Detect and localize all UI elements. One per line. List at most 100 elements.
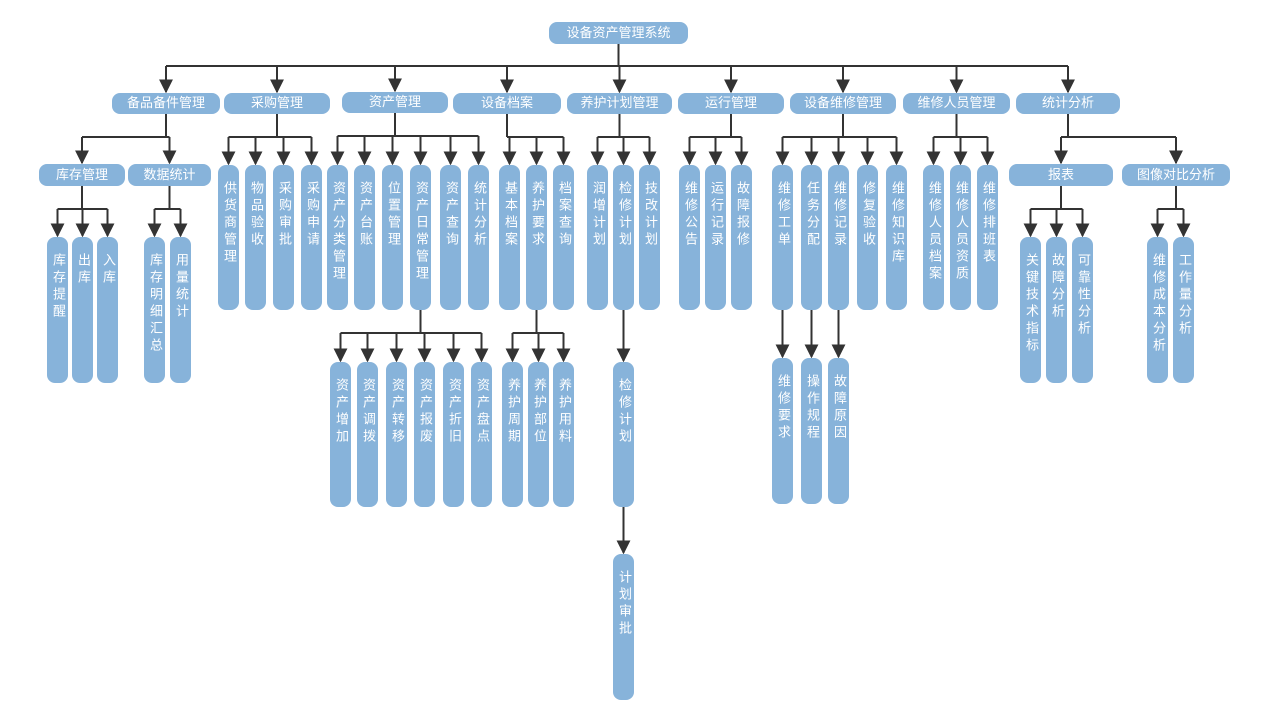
node-l81: 维修人员档案: [923, 165, 944, 310]
node-label: 维修人员管理: [917, 96, 996, 111]
node-label: 图像对比分析: [1136, 167, 1215, 183]
node-label: 资产调拨: [360, 378, 375, 446]
node-l61: 维修公告: [679, 165, 700, 310]
node-label: 位置管理: [385, 181, 400, 249]
node-label: 采购审批: [276, 181, 291, 249]
node-label: 采购申请: [304, 181, 319, 249]
node-l711: 维修要求: [772, 358, 793, 504]
node-label: 设备维修管理: [803, 96, 882, 111]
node-l33: 位置管理: [382, 165, 403, 310]
node-l345: 资产折旧: [443, 362, 464, 507]
node-l111: 库存提醒: [47, 237, 68, 383]
node-m6: 运行管理: [678, 93, 784, 114]
node-m8: 维修人员管理: [903, 93, 1010, 114]
node-label: 设备资产管理系统: [566, 25, 671, 41]
node-label: 润增计划: [590, 181, 605, 249]
node-label: 养护用料: [556, 378, 571, 446]
node-label: 可靠性分析: [1075, 253, 1090, 338]
node-l36: 统计分析: [468, 165, 489, 310]
node-l73: 维修记录: [828, 165, 849, 310]
node-l112: 出库: [72, 237, 93, 383]
node-m5: 养护计划管理: [567, 93, 672, 114]
node-l346: 资产盘点: [471, 362, 492, 507]
node-m9: 统计分析: [1016, 93, 1120, 114]
node-label: 养护部位: [531, 378, 546, 446]
node-label: 库存明细汇总: [147, 253, 162, 355]
node-l21: 供货商管理: [218, 165, 239, 310]
node-m7: 设备维修管理: [790, 93, 896, 114]
node-l34: 资产日常管理: [410, 165, 431, 310]
node-l83: 维修排班表: [977, 165, 998, 310]
node-label: 数据统计: [143, 167, 196, 183]
node-label: 用量统计: [173, 253, 188, 321]
node-l23: 采购审批: [273, 165, 294, 310]
node-l121: 库存明细汇总: [144, 237, 165, 383]
node-label: 维修工单: [775, 181, 790, 249]
node-label: 维修成本分析: [1150, 253, 1165, 355]
node-l921: 维修成本分析: [1147, 237, 1168, 383]
node-label: 采购管理: [250, 96, 303, 111]
node-m2: 采购管理: [224, 93, 330, 114]
node-l422: 养护部位: [528, 362, 549, 507]
node-label: 资产台账: [357, 181, 372, 249]
node-l344: 资产报废: [414, 362, 435, 507]
node-l52: 检修计划: [613, 165, 634, 310]
node-l62: 运行记录: [705, 165, 726, 310]
node-label: 资产转移: [389, 378, 404, 446]
node-l74: 修复验收: [857, 165, 878, 310]
node-label: 养护要求: [529, 181, 544, 249]
node-label: 资产分类管理: [330, 181, 345, 283]
node-l22: 物品验收: [245, 165, 266, 310]
node-l75: 维修知识库: [886, 165, 907, 310]
node-s91: 报表: [1009, 164, 1113, 186]
node-m1: 备品备件管理: [112, 93, 220, 114]
node-label: 维修排班表: [980, 181, 995, 266]
node-l922: 工作量分析: [1173, 237, 1194, 383]
node-root: 设备资产管理系统: [549, 22, 688, 44]
node-l343: 资产转移: [386, 362, 407, 507]
node-label: 维修人员资质: [953, 181, 968, 283]
node-s11: 库存管理: [39, 164, 125, 186]
node-l32: 资产台账: [354, 165, 375, 310]
node-l63: 故障报修: [731, 165, 752, 310]
node-label: 统计分析: [1041, 96, 1094, 111]
node-l24: 采购申请: [301, 165, 322, 310]
node-s12: 数据统计: [128, 164, 211, 186]
node-label: 修复验收: [860, 181, 875, 249]
node-label: 资产管理: [368, 95, 421, 110]
node-label: 维修要求: [775, 374, 790, 442]
node-l342: 资产调拨: [357, 362, 378, 507]
node-l42: 养护要求: [526, 165, 547, 310]
node-label: 检修计划: [616, 378, 631, 446]
node-label: 资产折旧: [446, 378, 461, 446]
node-l53: 技改计划: [639, 165, 660, 310]
node-label: 养护周期: [505, 378, 520, 446]
node-l31: 资产分类管理: [327, 165, 348, 310]
node-l43: 档案查询: [553, 165, 574, 310]
node-label: 关键技术指标: [1023, 253, 1038, 355]
node-l721: 操作规程: [801, 358, 822, 504]
node-label: 备品备件管理: [126, 96, 205, 111]
node-label: 故障分析: [1049, 253, 1064, 321]
node-label: 档案查询: [556, 181, 571, 249]
node-label: 资产盘点: [474, 378, 489, 446]
node-label: 供货商管理: [221, 181, 236, 266]
node-label: 出库: [75, 253, 90, 287]
node-label: 工作量分析: [1176, 253, 1191, 338]
node-label: 运行记录: [708, 181, 723, 249]
node-label: 物品验收: [248, 181, 263, 249]
node-l912: 故障分析: [1046, 237, 1067, 383]
node-label: 维修人员档案: [926, 181, 941, 283]
node-label: 计划审批: [616, 570, 631, 638]
node-label: 故障原因: [831, 374, 846, 442]
node-label: 养护计划管理: [580, 96, 659, 111]
node-l731: 故障原因: [828, 358, 849, 504]
node-l423: 养护用料: [553, 362, 574, 507]
node-label: 运行管理: [704, 96, 757, 111]
node-label: 库存提醒: [50, 253, 65, 321]
node-label: 资产增加: [333, 378, 348, 446]
node-s92: 图像对比分析: [1122, 164, 1230, 186]
node-label: 入库: [100, 253, 115, 287]
node-l522: 计划审批: [613, 554, 634, 700]
